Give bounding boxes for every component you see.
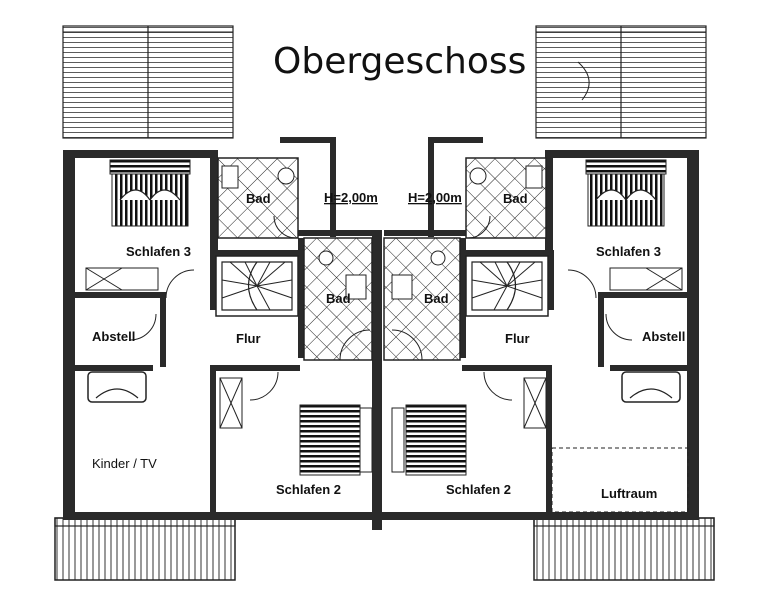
door-swings bbox=[129, 215, 633, 401]
bath-top-left bbox=[217, 157, 299, 239]
sofa-right bbox=[621, 371, 681, 403]
label-flur-right: Flur bbox=[505, 331, 530, 346]
label-schlafen3-right: Schlafen 3 bbox=[596, 244, 661, 259]
bath-top-right bbox=[465, 157, 547, 239]
bed-schlafen3-left bbox=[109, 159, 191, 227]
luftraum-area bbox=[551, 447, 689, 513]
balcony-left bbox=[54, 517, 236, 581]
label-bad-mid-left: Bad bbox=[326, 291, 351, 306]
label-height-left: H=2,00m bbox=[324, 190, 378, 205]
wardrobe-right bbox=[609, 267, 683, 291]
staircase-left bbox=[215, 255, 299, 317]
label-schlafen2-left: Schlafen 2 bbox=[276, 482, 341, 497]
bed-schlafen3-right bbox=[585, 159, 667, 227]
dormer-roof-left bbox=[62, 25, 234, 139]
label-abstell-right: Abstell bbox=[642, 329, 685, 344]
label-schlafen2-right: Schlafen 2 bbox=[446, 482, 511, 497]
plan-title: Obergeschoss bbox=[273, 41, 526, 82]
bath-mid-right bbox=[383, 237, 461, 361]
label-schlafen3-left: Schlafen 3 bbox=[126, 244, 191, 259]
closet-right bbox=[523, 377, 547, 429]
closet-left bbox=[219, 377, 243, 429]
label-kinder-tv: Kinder / TV bbox=[92, 456, 157, 471]
label-luftraum: Luftraum bbox=[601, 486, 657, 501]
label-flur-left: Flur bbox=[236, 331, 261, 346]
sofa-left bbox=[87, 371, 147, 403]
balcony-right bbox=[533, 517, 715, 581]
staircase-right bbox=[465, 255, 549, 317]
label-abstell-left: Abstell bbox=[92, 329, 135, 344]
wardrobe-left bbox=[85, 267, 159, 291]
bed-schlafen2-left bbox=[299, 404, 373, 476]
label-bad-top-left: Bad bbox=[246, 191, 271, 206]
label-bad-top-right: Bad bbox=[503, 191, 528, 206]
label-bad-mid-right: Bad bbox=[424, 291, 449, 306]
walls-left bbox=[63, 137, 382, 530]
walls-right bbox=[382, 137, 699, 520]
dormer-roof-right bbox=[535, 25, 707, 139]
bed-schlafen2-right bbox=[391, 404, 467, 476]
bath-mid-left bbox=[303, 237, 373, 361]
label-height-right: H=2,00m bbox=[408, 190, 462, 205]
